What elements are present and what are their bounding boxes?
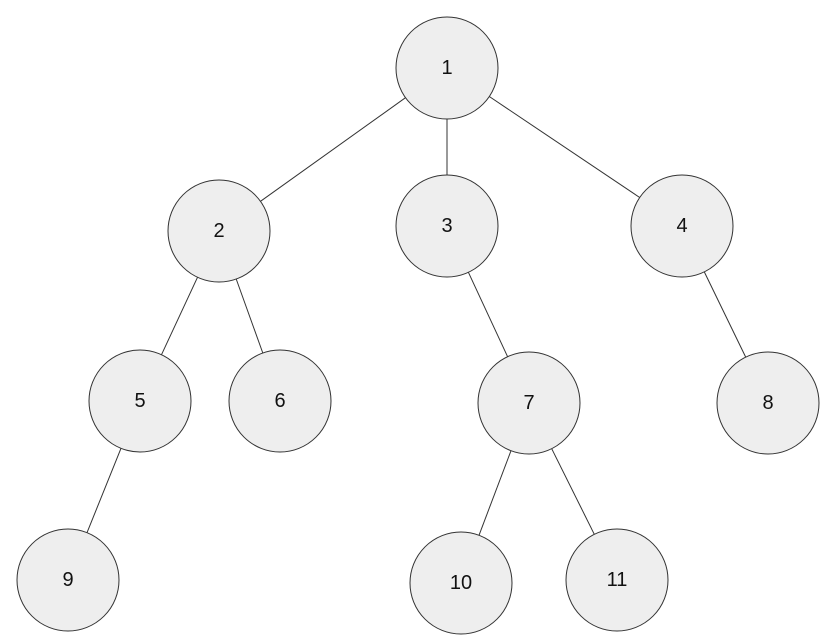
- nodes-layer: 1 2 3 4 5 6 7 8 9 10 11: [16, 16, 820, 635]
- node-circle-5: [88, 349, 192, 453]
- node-label-5: 5: [134, 390, 145, 412]
- node-label-7: 7: [523, 392, 534, 414]
- node-5: 5: [88, 349, 192, 453]
- node-3: 3: [395, 174, 499, 278]
- node-circle-10: [409, 531, 513, 635]
- node-label-8: 8: [762, 392, 773, 414]
- node-circle-6: [228, 349, 332, 453]
- edges-layer: [86, 96, 747, 536]
- edge-4-8: [703, 271, 747, 358]
- edge-1-4: [489, 96, 640, 198]
- node-circle-11: [565, 528, 669, 632]
- node-circle-3: [395, 174, 499, 278]
- node-circle-8: [716, 351, 820, 455]
- node-circle-4: [630, 174, 734, 278]
- node-circle-9: [16, 528, 120, 632]
- node-label-4: 4: [676, 215, 687, 237]
- node-9: 9: [16, 528, 120, 632]
- node-7: 7: [477, 351, 581, 455]
- node-6: 6: [228, 349, 332, 453]
- node-label-3: 3: [441, 215, 452, 237]
- node-label-9: 9: [62, 569, 73, 591]
- edge-2-6: [235, 278, 264, 354]
- edge-7-11: [551, 448, 595, 535]
- node-10: 10: [409, 531, 513, 635]
- node-label-10: 10: [450, 572, 472, 594]
- edge-3-7: [467, 272, 509, 357]
- node-11: 11: [565, 528, 669, 632]
- edge-5-9: [86, 448, 122, 533]
- edge-1-2: [260, 97, 406, 202]
- node-4: 4: [630, 174, 734, 278]
- node-label-2: 2: [213, 220, 224, 242]
- node-circle-1: [395, 16, 499, 120]
- node-1: 1: [395, 16, 499, 120]
- node-circle-7: [477, 351, 581, 455]
- edge-7-10: [478, 450, 512, 536]
- node-2: 2: [167, 179, 271, 283]
- node-label-6: 6: [274, 390, 285, 412]
- node-label-1: 1: [441, 57, 452, 79]
- node-label-11: 11: [607, 569, 628, 591]
- edge-2-5: [161, 277, 198, 355]
- node-8: 8: [716, 351, 820, 455]
- node-circle-2: [167, 179, 271, 283]
